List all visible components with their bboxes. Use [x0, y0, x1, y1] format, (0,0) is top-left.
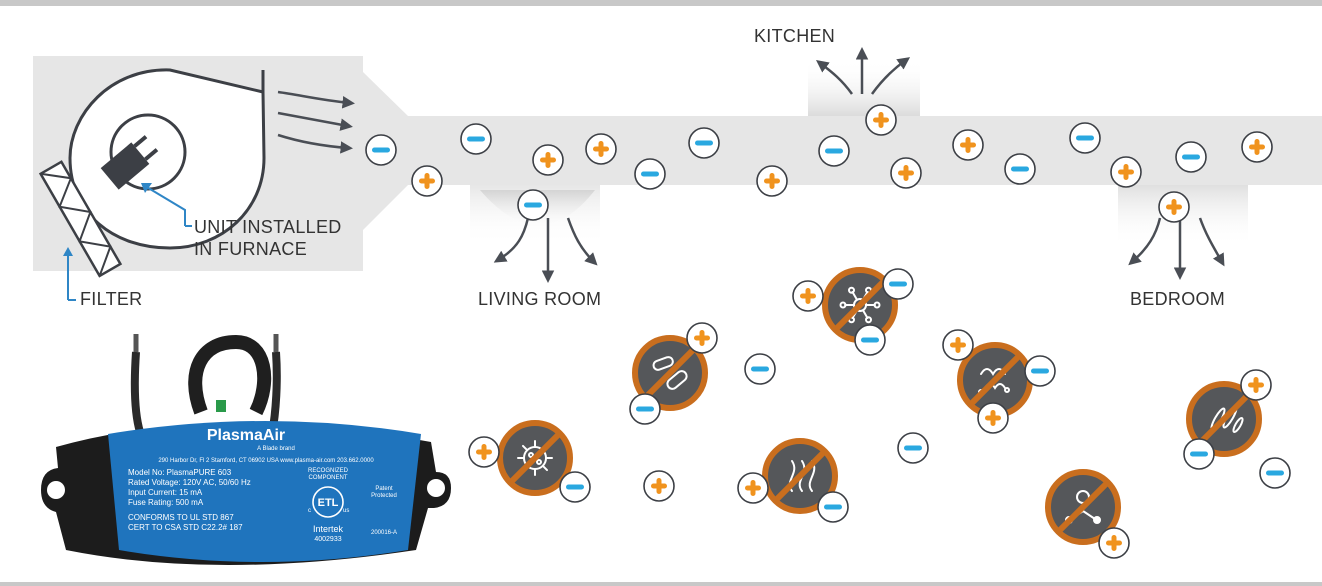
- ion-positive-icon: [757, 166, 787, 196]
- ion-positive-icon: [1099, 528, 1129, 558]
- ion-positive-icon: [687, 323, 717, 353]
- label-bedroom: BEDROOM: [1130, 289, 1225, 310]
- ion-negative-icon: [560, 472, 590, 502]
- ion-negative-icon: [818, 492, 848, 522]
- ion-negative-icon: [883, 269, 913, 299]
- virus-icon: [500, 423, 570, 493]
- device-part-no: 200016-A: [371, 530, 397, 536]
- ion-negative-icon: [745, 354, 775, 384]
- device-address: 290 Harbor Dr, Fl 2 Stamford, CT 06902 U…: [158, 458, 374, 464]
- ion-positive-icon: [644, 471, 674, 501]
- ion-positive-icon: [891, 158, 921, 188]
- device-model-line: Model No: PlasmaPURE 603: [128, 468, 232, 477]
- svg-text:c: c: [308, 508, 311, 514]
- device-intertek-no: 4002933: [314, 536, 341, 543]
- device-wires: [135, 334, 277, 434]
- blocked-bacteria: [630, 323, 717, 424]
- label-unit-installed: UNIT INSTALLED IN FURNACE: [194, 216, 342, 260]
- ion-negative-icon: [1176, 142, 1206, 172]
- ion-negative-icon: [1260, 458, 1290, 488]
- device-patent-1: Patent: [375, 486, 393, 492]
- ion-positive-icon: [1241, 370, 1271, 400]
- ion-positive-icon: [943, 330, 973, 360]
- ion-positive-icon: [793, 281, 823, 311]
- device-component: COMPONENT: [309, 475, 348, 481]
- label-unit-installed-line1: UNIT INSTALLED: [194, 216, 342, 238]
- device-current-line: Input Current: 15 mA: [128, 488, 203, 497]
- device-tagline: A Blade brand: [257, 446, 295, 452]
- device-recognized: RECOGNIZED: [308, 468, 349, 474]
- device-intertek: Intertek: [313, 524, 344, 534]
- ion-negative-icon: [898, 433, 928, 463]
- ion-positive-icon: [533, 145, 563, 175]
- ion-positive-icon: [1242, 132, 1272, 162]
- svg-text:ETL: ETL: [318, 497, 339, 509]
- ion-positive-icon: [586, 134, 616, 164]
- ion-positive-icon: [1159, 192, 1189, 222]
- plasmapure-device: PlasmaAir A Blade brand 290 Harbor Dr, F…: [36, 312, 471, 572]
- blocked-allergen: [1184, 370, 1271, 469]
- ion-positive-icon: [953, 130, 983, 160]
- svg-text:us: us: [343, 508, 349, 514]
- label-unit-installed-line2: IN FURNACE: [194, 238, 342, 260]
- ion-negative-icon: [461, 124, 491, 154]
- device-brand: PlasmaAir: [207, 427, 285, 444]
- ion-negative-icon: [1070, 123, 1100, 153]
- blocked-pollutants: [469, 269, 1271, 558]
- blocked-virus: [469, 423, 590, 502]
- ion-negative-icon: [689, 128, 719, 158]
- ion-negative-icon: [366, 135, 396, 165]
- ion-negative-icon: [630, 394, 660, 424]
- ion-negative-icon: [635, 159, 665, 189]
- label-living-room: LIVING ROOM: [478, 289, 601, 310]
- ion-negative-icon: [1184, 439, 1214, 469]
- ion-negative-icon: [1005, 154, 1035, 184]
- device-fuse-line: Fuse Rating: 500 mA: [128, 498, 204, 507]
- ion-positive-icon: [978, 403, 1008, 433]
- label-kitchen: KITCHEN: [754, 26, 835, 47]
- blocked-mold: [793, 269, 913, 355]
- blocked-smoke: [738, 441, 848, 522]
- device-csa-line: CERT TO CSA STD C22.2# 187: [128, 523, 243, 532]
- ion-positive-icon: [866, 105, 896, 135]
- bottom-border: [0, 582, 1322, 586]
- device-voltage-line: Rated Voltage: 120V AC, 50/60 Hz: [128, 478, 251, 487]
- ion-negative-icon: [819, 136, 849, 166]
- device-ul-line: CONFORMS TO UL STD 867: [128, 513, 234, 522]
- ion-negative-icon: [855, 325, 885, 355]
- blocked-chemical: [1048, 472, 1129, 558]
- ion-positive-icon: [1111, 157, 1141, 187]
- ion-positive-icon: [738, 473, 768, 503]
- blocked-odor: [943, 330, 1055, 433]
- ion-positive-icon: [412, 166, 442, 196]
- device-patent-2: Protected: [371, 493, 397, 499]
- ion-negative-icon: [1025, 356, 1055, 386]
- ion-negative-icon: [518, 190, 548, 220]
- ion-positive-icon: [469, 437, 499, 467]
- label-filter: FILTER: [80, 289, 142, 310]
